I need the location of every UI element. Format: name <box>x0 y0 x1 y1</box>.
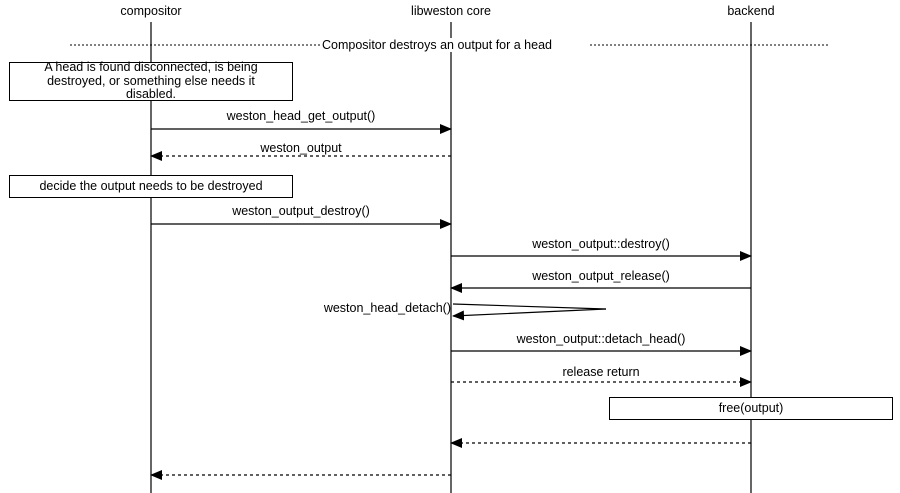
participant-label-backend: backend <box>727 4 775 18</box>
participant-label-compositor: compositor <box>120 4 182 18</box>
message-label-release-return: release return <box>562 365 640 379</box>
self-call-back <box>452 308 607 321</box>
note-free-output-text: free(output) <box>718 400 784 415</box>
note-decide-destroy: decide the output needs to be destroyed <box>9 175 293 198</box>
message-label-weston-head-detach: weston_head_detach() <box>323 301 451 315</box>
note-line: destroyed, or something else needs it <box>47 73 255 88</box>
divider-label: Compositor destroys an output for a head <box>320 38 554 52</box>
message-label-weston-head-get-output: weston_head_get_output() <box>226 109 376 123</box>
note-free-output: free(output) <box>609 397 893 420</box>
message-label-weston-output-destroy: weston_output_destroy() <box>232 204 370 218</box>
note-line: disabled. <box>125 87 177 102</box>
participant-label-libweston-core: libweston core <box>411 4 491 18</box>
message-label-weston-output-destroy-vfunc: weston_output::destroy() <box>532 237 670 251</box>
note-line: A head is found disconnected, is being <box>44 60 258 75</box>
arrow-weston-head-detach <box>452 303 607 321</box>
note-decide-destroy-text: decide the output needs to be destroyed <box>39 178 263 193</box>
note-head-disconnected-text: A head is found disconnected, is being d… <box>14 61 288 102</box>
message-label-weston-output-return: weston_output <box>260 141 342 155</box>
message-arrows <box>150 124 752 480</box>
message-label-weston-output-release: weston_output_release() <box>532 269 670 283</box>
self-call-out <box>452 303 607 310</box>
message-label-weston-output-detach-head: weston_output::detach_head() <box>516 332 686 346</box>
note-head-disconnected: A head is found disconnected, is being d… <box>9 61 293 102</box>
